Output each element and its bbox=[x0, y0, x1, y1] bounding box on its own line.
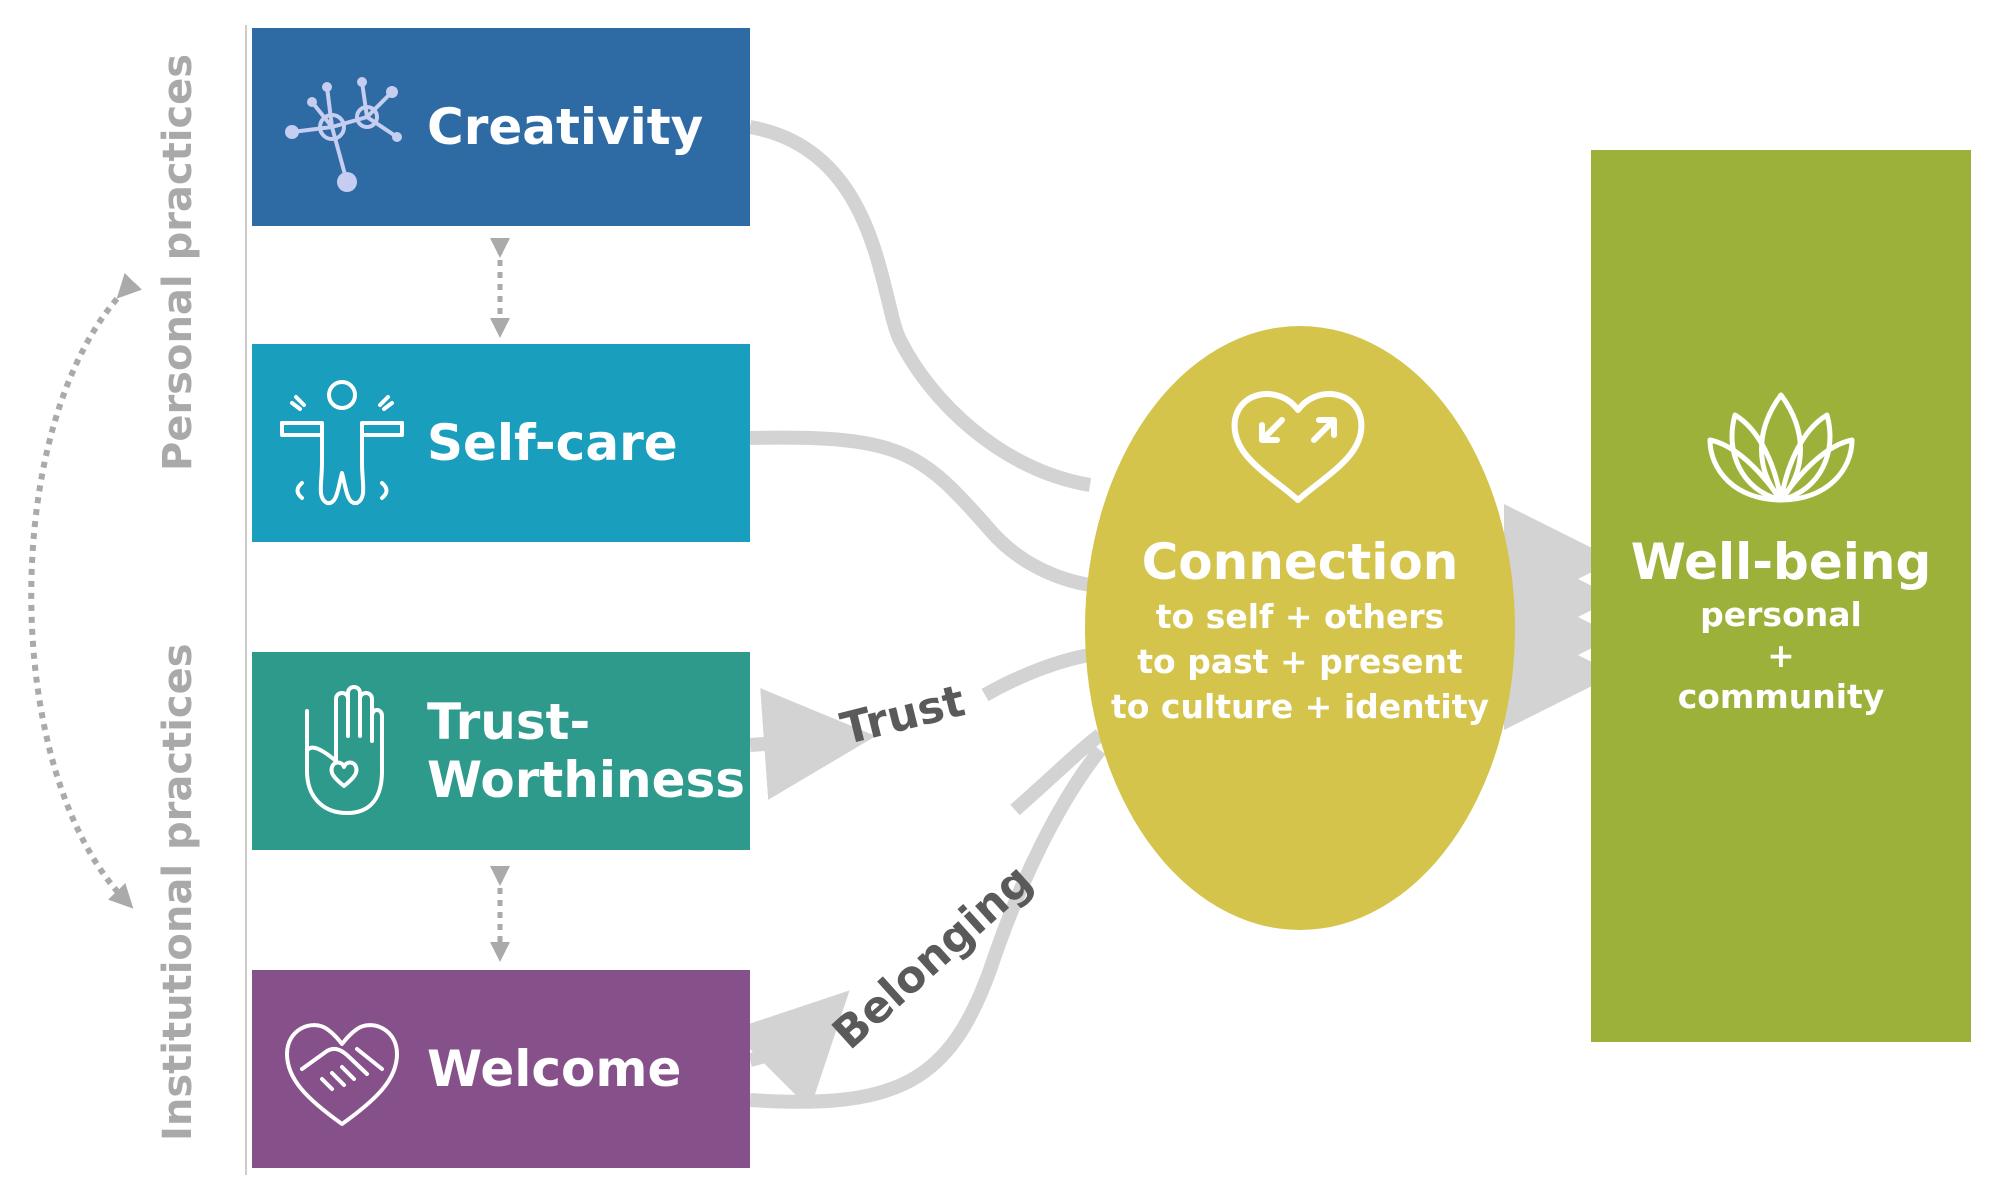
wellbeing-panel bbox=[1591, 150, 1971, 1042]
connection-line-2: to past + present bbox=[1137, 642, 1463, 681]
creativity-connector bbox=[748, 120, 1092, 492]
institutional-practices-label: Institutional practices bbox=[155, 643, 201, 1141]
creativity-label: Creativity bbox=[427, 98, 704, 156]
wellbeing-line-1: personal bbox=[1700, 595, 1862, 634]
practices-cycle-arrow bbox=[28, 273, 142, 909]
trust-worthiness-label: Trust- Worthiness bbox=[427, 693, 746, 809]
trust-connector-left bbox=[749, 688, 876, 800]
self-care-label: Self-care bbox=[427, 414, 678, 472]
network-nodes-icon bbox=[285, 77, 402, 192]
welcome-connector-mid bbox=[1010, 729, 1105, 816]
welcome-connector-upper bbox=[730, 990, 850, 1110]
connection-line-1: to self + others bbox=[1155, 597, 1445, 636]
self-care-box: Self-care bbox=[252, 344, 750, 542]
connection-title: Connection bbox=[1141, 533, 1459, 591]
wellbeing-text: Well-being personal + community bbox=[1596, 530, 1966, 718]
connection-text: Connection to self + others to past + pr… bbox=[1105, 530, 1495, 729]
hand-heart-icon bbox=[305, 685, 384, 815]
connection-line-3: to culture + identity bbox=[1110, 687, 1490, 726]
welcome-box: Welcome bbox=[252, 970, 750, 1168]
personal-practices-label: Personal practices bbox=[155, 53, 201, 471]
handshake-heart-icon bbox=[285, 1023, 399, 1126]
connection-ellipse bbox=[1085, 326, 1515, 930]
creativity-box: Creativity bbox=[252, 28, 750, 226]
lotus-icon bbox=[1707, 392, 1855, 503]
person-arms-open-icon bbox=[280, 380, 404, 506]
wellbeing-title: Well-being bbox=[1630, 533, 1932, 591]
wellbeing-line-3: community bbox=[1677, 677, 1885, 716]
selfcare-connector bbox=[749, 430, 1092, 592]
trust-connector-right bbox=[981, 648, 1092, 702]
heart-arrows-icon bbox=[1231, 391, 1365, 503]
wellbeing-line-2: + bbox=[1767, 636, 1795, 675]
welcome-label: Welcome bbox=[427, 1040, 682, 1098]
trust-worthiness-box: Trust- Worthiness bbox=[252, 652, 750, 850]
welcome-connector-lower bbox=[749, 745, 1106, 1109]
